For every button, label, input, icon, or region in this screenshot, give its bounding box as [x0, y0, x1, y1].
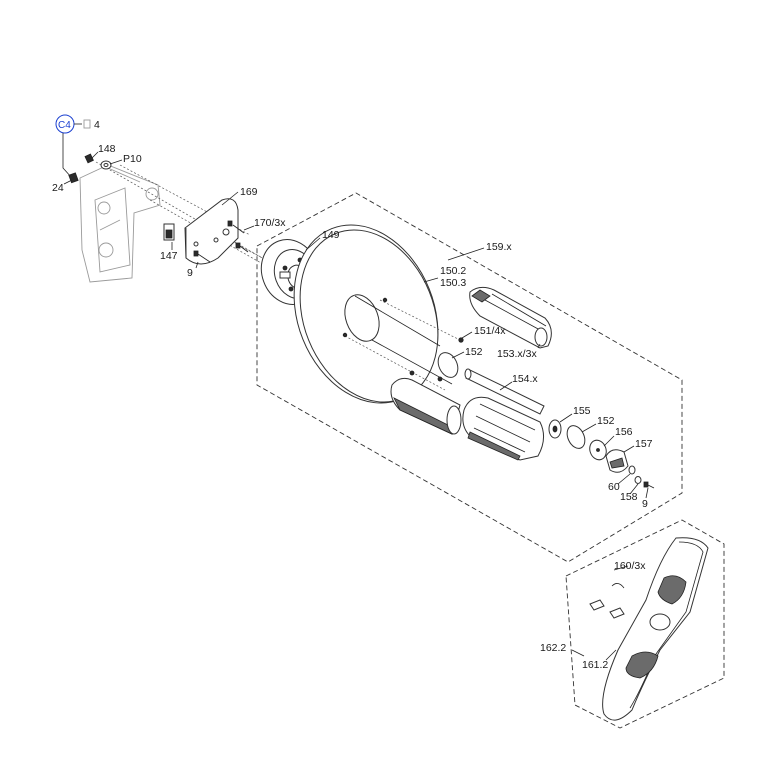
label-170: 170/3x [254, 217, 286, 229]
callout-c4-code: C4 [58, 120, 71, 131]
part-labels: C4 4 148 P10 24 169 170/3x 147 9 149 159… [52, 119, 653, 671]
label-152-a: 152 [465, 346, 483, 358]
bearing-155 [548, 419, 562, 439]
label-147: 147 [160, 250, 178, 262]
disc-156 [589, 439, 607, 461]
leader-lines [63, 151, 649, 661]
label-152-b: 152 [597, 415, 615, 427]
drum-spool-center [462, 396, 544, 461]
shaft-154 [464, 368, 545, 415]
parts-60-158-9 [628, 465, 655, 489]
part-147-bracket [163, 223, 175, 241]
label-153: 153.x/3x [497, 348, 537, 360]
label-169: 169 [240, 186, 258, 198]
label-148: 148 [98, 143, 116, 155]
label-149: 149 [322, 229, 340, 241]
label-155: 155 [573, 405, 591, 417]
label-160: 160/3x [614, 560, 646, 572]
cap-157 [605, 449, 629, 473]
clip-160 [589, 583, 625, 619]
label-154: 154.x [512, 373, 538, 385]
handle-162 [602, 537, 709, 721]
label-158: 158 [620, 491, 638, 503]
label-151: 151/4x [474, 325, 506, 337]
label-24: 24 [52, 182, 64, 194]
callout-c4-qty: 4 [94, 119, 100, 131]
label-9-top: 9 [187, 267, 193, 279]
part-p10-washer [100, 160, 112, 170]
mounting-bracket [79, 164, 161, 283]
label-159: 159.x [486, 241, 512, 253]
ring-152-b [566, 425, 586, 449]
assembly-box-159 [256, 192, 683, 563]
plate-169 [184, 198, 239, 265]
drum-cylinder [344, 294, 461, 391]
label-157: 157 [635, 438, 653, 450]
label-9-bottom: 9 [642, 498, 648, 510]
callout-c4-group [55, 114, 91, 184]
cover-153 [469, 286, 552, 349]
label-161: 161.2 [582, 659, 608, 671]
bolt-9-top [193, 250, 211, 263]
drum-segment-left [390, 377, 462, 435]
label-150-2: 150.2 [440, 265, 466, 277]
label-p10: P10 [123, 153, 142, 165]
label-162: 162.2 [540, 642, 566, 654]
bolt-170 [227, 220, 249, 253]
label-60: 60 [608, 481, 620, 493]
ring-152-a [437, 352, 459, 378]
assembly-box-162 [565, 519, 725, 729]
label-150-3: 150.3 [440, 277, 466, 289]
screws-151 [342, 297, 464, 382]
label-156: 156 [615, 426, 633, 438]
part-148 [84, 153, 94, 164]
